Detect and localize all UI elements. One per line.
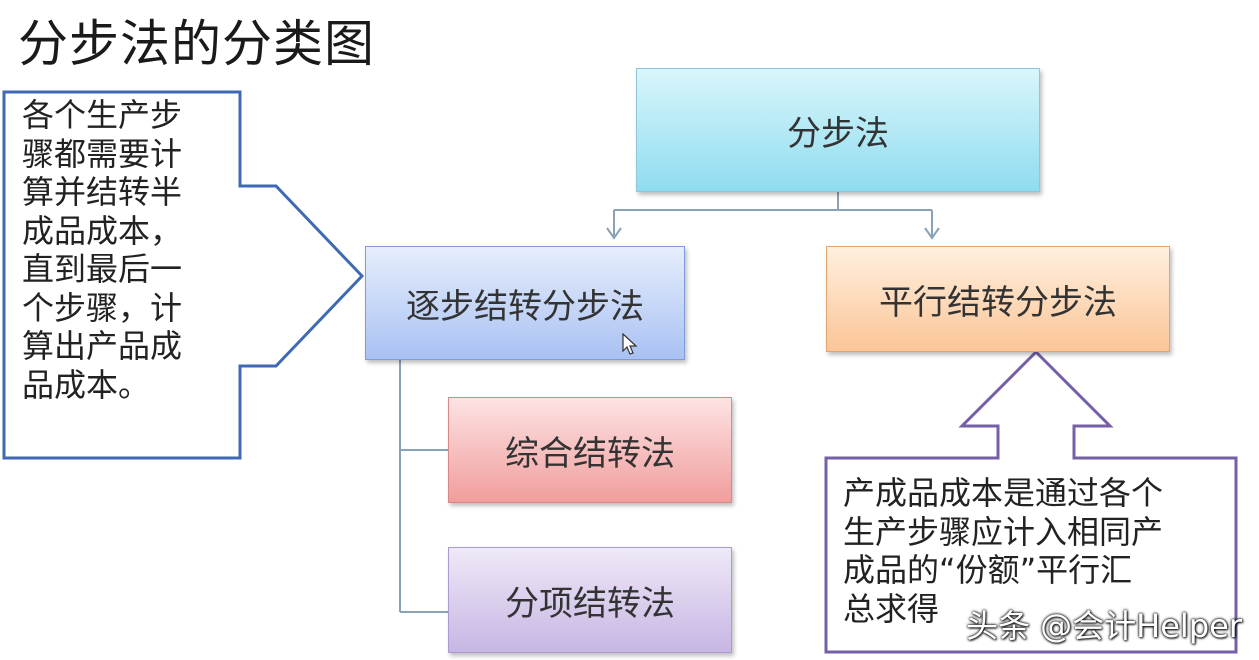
up-arrow-callout-shape: [824, 349, 1238, 654]
left-arrow-callout-shape: [2, 90, 365, 460]
arrowhead-stepwise: [606, 227, 622, 240]
node-comprehensive-transfer: 综合结转法: [448, 397, 732, 503]
mouse-cursor-icon: [622, 333, 638, 355]
node-stepwise-transfer: 逐步结转分步法: [365, 246, 685, 360]
arrowhead-parallel: [924, 227, 940, 240]
node-step-method: 分步法: [636, 68, 1040, 192]
page-title: 分步法的分类图: [18, 15, 375, 73]
right-callout-text: 产成品成本是通过各个 生产步骤应计入相同产 成品的“份额”平行汇 总求得: [843, 474, 1164, 628]
watermark: 头条 @会计Helper: [966, 607, 1242, 645]
left-callout-text: 各个生产步 骤都需要计 算并结转半 成品成本， 直到最后一 个步骤，计 算出产品…: [22, 96, 183, 404]
node-parallel-transfer: 平行结转分步法: [826, 246, 1170, 352]
node-itemized-transfer: 分项结转法: [448, 547, 732, 653]
